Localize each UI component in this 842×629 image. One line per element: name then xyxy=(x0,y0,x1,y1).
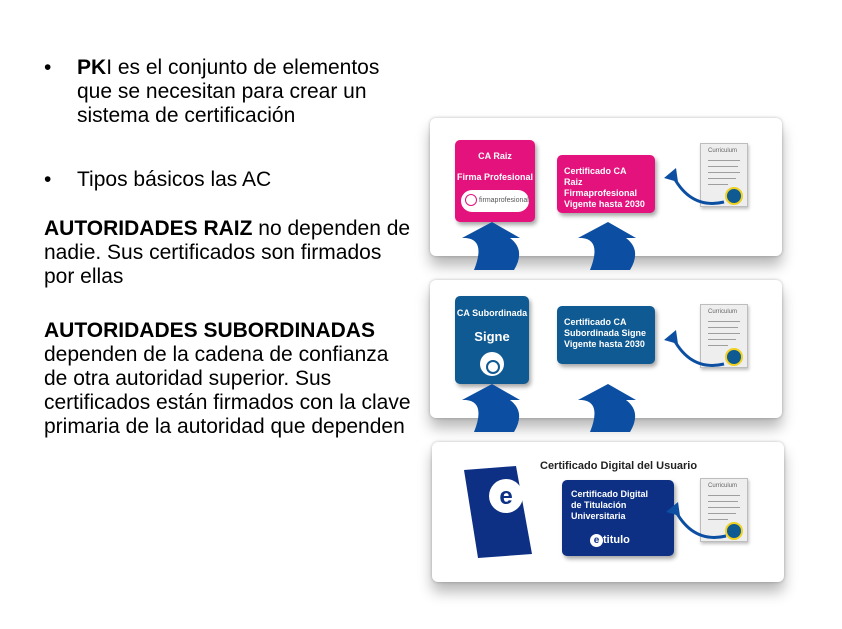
cert-user-line-3: Universitaria xyxy=(571,511,626,521)
paragraph-subordinadas-bold: AUTORIDADES SUBORDINADAS xyxy=(44,319,375,342)
document-usuario: Curriculum xyxy=(700,478,748,542)
paragraph-raiz-bold: AUTORIDADES RAIZ xyxy=(44,217,253,240)
panel-certificado-usuario: Certificado Digital del Usuario e Certif… xyxy=(432,442,784,582)
cert-raiz-line-2: Raiz Firmaprofesional xyxy=(564,177,638,198)
paragraph-raiz: AUTORIDADES RAIZ no dependen de nadie. S… xyxy=(44,217,414,289)
paragraph-subordinadas: AUTORIDADES SUBORDINADAS dependen de la … xyxy=(44,319,414,439)
bullet-pki-text: I es el conjunto de elementos que se nec… xyxy=(77,56,380,127)
cert-raiz-line-3: Vigente hasta 2030 xyxy=(564,199,645,209)
cert-sub-line-2: Subordinada Signe xyxy=(564,328,647,338)
cert-sub-line-3: Vigente hasta 2030 xyxy=(564,339,645,349)
document-raiz-title: Curriculum xyxy=(708,148,738,154)
seal-icon xyxy=(725,187,743,205)
etitulo-logo-icon: e xyxy=(590,534,603,547)
cert-ca-subordinada: Certificado CA Subordinada Signe Vigente… xyxy=(557,306,655,364)
cert-raiz-line-1: Certificado CA xyxy=(564,166,627,176)
up-arrow-icon xyxy=(578,222,636,270)
etitulo-brand-text: titulo xyxy=(603,534,630,546)
document-raiz: Curriculum xyxy=(700,143,748,207)
cert-ca-raiz: Certificado CA Raiz Firmaprofesional Vig… xyxy=(557,155,655,213)
bullet-tipos-text: Tipos básicos las AC xyxy=(77,168,272,191)
curved-arrow-icon xyxy=(664,330,725,367)
ca-raiz-title: CA Raiz xyxy=(478,151,512,161)
bullet-pki: • PKI es el conjunto de elementos que se… xyxy=(44,56,414,128)
etitulo-badge-icon: e xyxy=(464,466,532,558)
curved-arrow-icon xyxy=(666,502,727,539)
badge-letter: e xyxy=(499,483,512,510)
firmaprofesional-icon xyxy=(465,194,477,207)
seal-icon xyxy=(725,522,743,540)
firmaprofesional-logo-text: firmaprofesional xyxy=(479,197,529,204)
bullet-dot: • xyxy=(44,56,52,79)
cert-user-line-2: de Titulación xyxy=(571,500,627,510)
paragraph-raiz-text: no dependen de nadie. Sus certificados s… xyxy=(44,217,411,288)
up-arrow-icon xyxy=(462,222,520,270)
up-arrow-icon xyxy=(462,384,520,432)
cert-user-line-1: Certificado Digital xyxy=(571,489,649,499)
document-subordinada: Curriculum xyxy=(700,304,748,368)
box-ca-raiz: CA Raiz Firma Profesional firmaprofesion… xyxy=(455,140,535,222)
ca-raiz-subtitle: Firma Profesional xyxy=(456,172,534,182)
curved-arrow-icon xyxy=(664,168,725,205)
firmaprofesional-logo: firmaprofesional xyxy=(461,190,529,212)
bullet-dot: • xyxy=(44,168,52,191)
user-cert-title: Certificado Digital del Usuario xyxy=(540,460,698,472)
up-arrow-icon xyxy=(578,384,636,432)
ca-subordinada-subtitle: Signe xyxy=(474,329,510,344)
signe-logo-icon xyxy=(480,352,504,376)
bullet-pki-bold: PK xyxy=(77,56,107,79)
document-sub-title: Curriculum xyxy=(708,309,738,315)
paragraph-subordinadas-text: dependen de la cadena de confianza de ot… xyxy=(44,343,411,438)
document-user-title: Curriculum xyxy=(708,483,738,489)
box-ca-subordinada: CA Subordinada Signe xyxy=(455,296,529,384)
text-column: • PKI es el conjunto de elementos que se… xyxy=(44,56,414,469)
ca-subordinada-title: CA Subordinada xyxy=(456,308,528,318)
bullet-tipos: • Tipos básicos las AC xyxy=(44,168,414,192)
cert-sub-line-1: Certificado CA xyxy=(564,317,627,327)
seal-icon xyxy=(725,348,743,366)
cert-digital-titulacion: Certificado Digital de Titulación Univer… xyxy=(562,480,674,556)
